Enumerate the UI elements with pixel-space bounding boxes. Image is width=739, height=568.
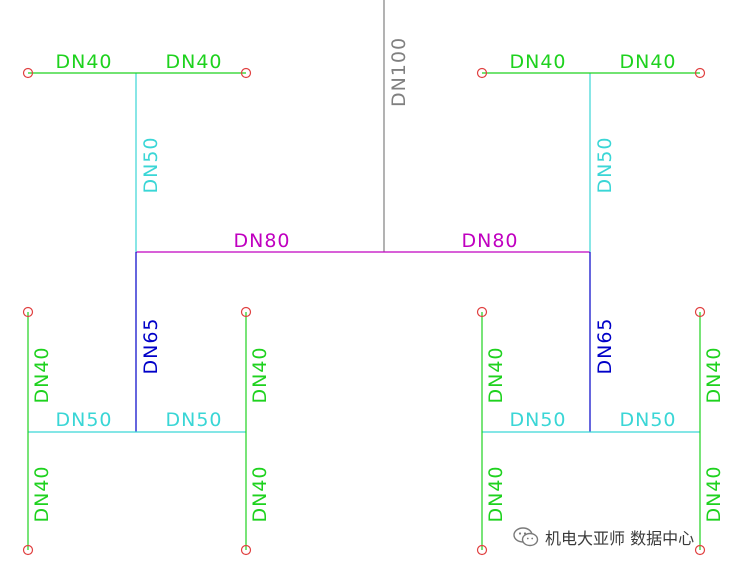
top-right-dn40-label-b: DN40 — [619, 51, 676, 73]
br-outer-lower-dn40-label: DN40 — [703, 465, 725, 522]
outlet-icon — [694, 544, 706, 556]
top-left-dn40-label-b: DN40 — [165, 51, 222, 73]
outlet-icon — [476, 544, 488, 556]
outlet-icon — [22, 306, 34, 318]
dn80-left-label: DN80 — [233, 230, 290, 252]
dn65-right-label: DN65 — [594, 317, 616, 374]
riser-label: DN100 — [388, 37, 410, 107]
top-left-dn50-label: DN50 — [140, 136, 162, 193]
outlet-icon — [476, 67, 488, 79]
bottom-left-dn50-label-a: DN50 — [55, 409, 112, 431]
outlet-icon — [240, 544, 252, 556]
bl-outer-lower-dn40-label: DN40 — [31, 465, 53, 522]
dn80-right-label: DN80 — [461, 230, 518, 252]
watermark: 机电大亚师 数据中心 — [513, 526, 694, 548]
bottom-right-dn50-label-a: DN50 — [509, 409, 566, 431]
outlet-icon — [22, 544, 34, 556]
top-right-dn50-label: DN50 — [594, 136, 616, 193]
br-inner-upper-dn40-label: DN40 — [485, 346, 507, 403]
outlet-icon — [22, 67, 34, 79]
bottom-right-dn50-label-b: DN50 — [619, 409, 676, 431]
top-right-dn40-label-a: DN40 — [509, 51, 566, 73]
wechat-logo-icon — [513, 527, 539, 547]
outlet-icon — [240, 306, 252, 318]
outlet-icon — [694, 67, 706, 79]
br-outer-upper-dn40-label: DN40 — [703, 346, 725, 403]
bl-inner-upper-dn40-label: DN40 — [249, 346, 271, 403]
outlet-icon — [476, 306, 488, 318]
watermark-text: 机电大亚师 数据中心 — [545, 529, 695, 548]
outlet-icon — [694, 306, 706, 318]
bl-outer-upper-dn40-label: DN40 — [31, 346, 53, 403]
top-left-dn40-label-a: DN40 — [55, 51, 112, 73]
br-inner-lower-dn40-label: DN40 — [485, 465, 507, 522]
bl-inner-lower-dn40-label: DN40 — [249, 465, 271, 522]
dn65-left-label: DN65 — [140, 317, 162, 374]
outlet-icon — [240, 67, 252, 79]
bottom-left-dn50-label-b: DN50 — [165, 409, 222, 431]
